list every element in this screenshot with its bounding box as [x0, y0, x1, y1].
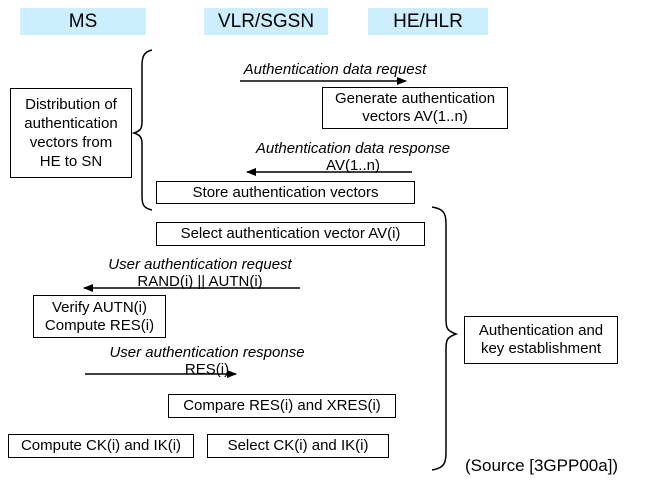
message-sublabel-auth-data-response: AV(1..n): [326, 157, 380, 174]
action-box-store-av: Store authentication vectors: [156, 181, 415, 204]
phase-box-authentication: Authentication and key establishment: [464, 316, 618, 364]
message-label-auth-data-response: Authentication data response: [255, 140, 451, 157]
message-sublabel-user-auth-response: RES(i): [184, 361, 230, 378]
message-sublabel-user-auth-request: RAND(i) || AUTN(i): [137, 273, 263, 290]
message-label-user-auth-response: User authentication response: [109, 344, 305, 361]
message-label-auth-data-request: Authentication data request: [243, 61, 427, 78]
action-box-verify-autn: Verify AUTN(i) Compute RES(i): [33, 295, 166, 338]
action-box-generate-av: Generate authentication vectors AV(1..n): [322, 87, 508, 129]
source-note: (Source [3GPP00a]): [465, 456, 619, 475]
action-box-compute-keys: Compute CK(i) and IK(i): [8, 434, 194, 458]
action-box-compare-res: Compare RES(i) and XRES(i): [168, 394, 396, 418]
brace-authentication-phase: [431, 206, 459, 471]
action-box-select-keys: Select CK(i) and IK(i): [207, 434, 389, 458]
brace-distribution-phase: [131, 49, 153, 211]
message-label-user-auth-request: User authentication request: [108, 256, 292, 273]
action-box-select-av: Select authentication vector AV(i): [156, 222, 425, 246]
column-header-ms: MS: [20, 8, 146, 35]
column-header-vlr-sgsn: VLR/SGSN: [204, 8, 328, 35]
phase-box-distribution: Distribution of authentication vectors f…: [10, 88, 132, 178]
column-header-he-hlr: HE/HLR: [368, 8, 488, 35]
